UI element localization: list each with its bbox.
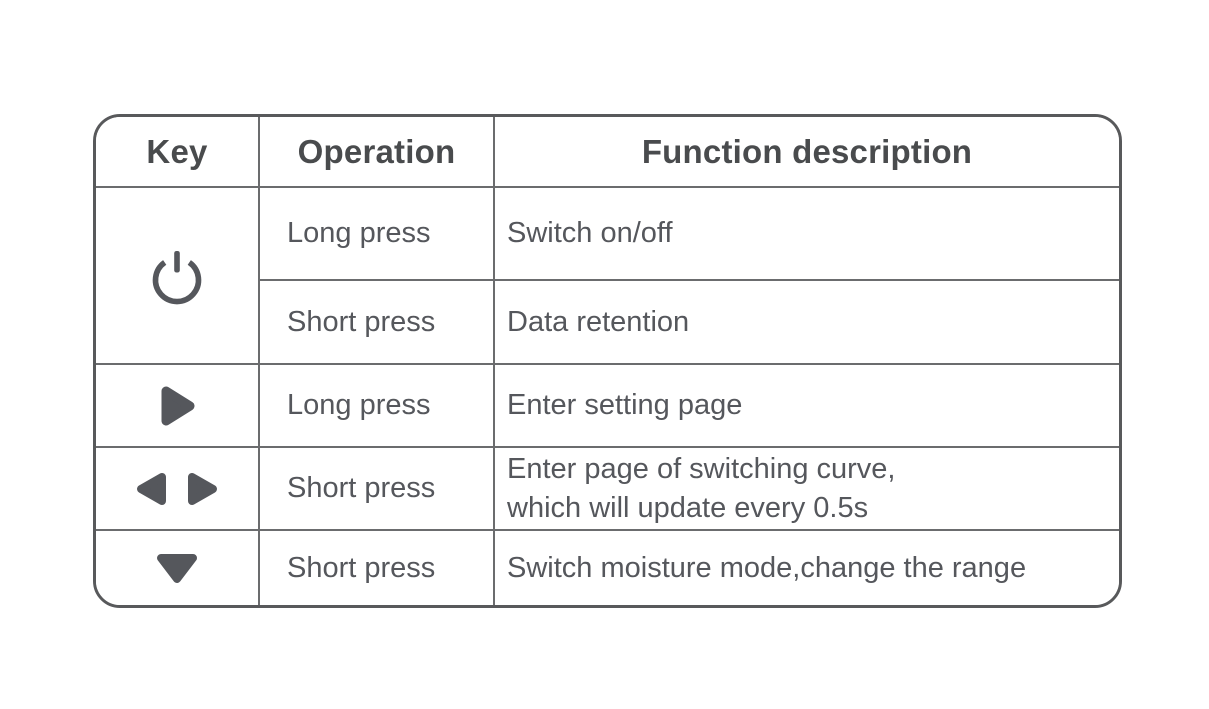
function-text: Switch moisture mode,change the range bbox=[507, 551, 1027, 584]
header-function-label: Function description bbox=[641, 132, 973, 170]
table-cell-operation: Short press bbox=[260, 281, 495, 365]
header-operation-label: Operation bbox=[297, 132, 456, 170]
key-function-table: Key Operation Function description Long … bbox=[93, 114, 1122, 608]
operation-text: Long press bbox=[287, 217, 431, 249]
function-text: Enter setting page bbox=[507, 389, 743, 421]
right-arrow-icon bbox=[161, 386, 195, 425]
function-text: Switch on/off bbox=[507, 217, 673, 249]
header-cell-operation: Operation bbox=[260, 117, 495, 188]
table-cell-function: Enter page of switching curve, which wil… bbox=[495, 448, 1119, 531]
header-cell-key: Key bbox=[96, 117, 260, 188]
table-cell-function: Switch on/off bbox=[495, 188, 1119, 281]
operation-text: Long press bbox=[287, 389, 431, 421]
key-cell-down-arrow bbox=[96, 531, 260, 605]
operation-text: Short press bbox=[287, 551, 436, 584]
key-cell-right-arrow bbox=[96, 365, 260, 448]
down-arrow-icon bbox=[157, 554, 197, 583]
table-cell-operation: Short press bbox=[260, 448, 495, 531]
table-cell-operation: Long press bbox=[260, 365, 495, 448]
operation-text: Short press bbox=[287, 472, 436, 504]
function-text: Enter page of switching curve, which wil… bbox=[507, 453, 896, 524]
operation-text: Short press bbox=[287, 305, 436, 338]
table-cell-operation: Short press bbox=[260, 531, 495, 605]
header-cell-function: Function description bbox=[495, 117, 1119, 188]
header-key-label: Key bbox=[146, 132, 208, 170]
table-cell-function: Enter setting page bbox=[495, 365, 1119, 448]
power-icon bbox=[152, 250, 202, 304]
key-cell-power bbox=[96, 188, 260, 365]
table-cell-function: Data retention bbox=[495, 281, 1119, 365]
key-cell-left-right-arrows bbox=[96, 448, 260, 531]
left-right-arrows-icon bbox=[137, 472, 217, 505]
table-cell-operation: Long press bbox=[260, 188, 495, 281]
table-cell-function: Switch moisture mode,change the range bbox=[495, 531, 1119, 605]
function-text: Data retention bbox=[507, 305, 690, 338]
